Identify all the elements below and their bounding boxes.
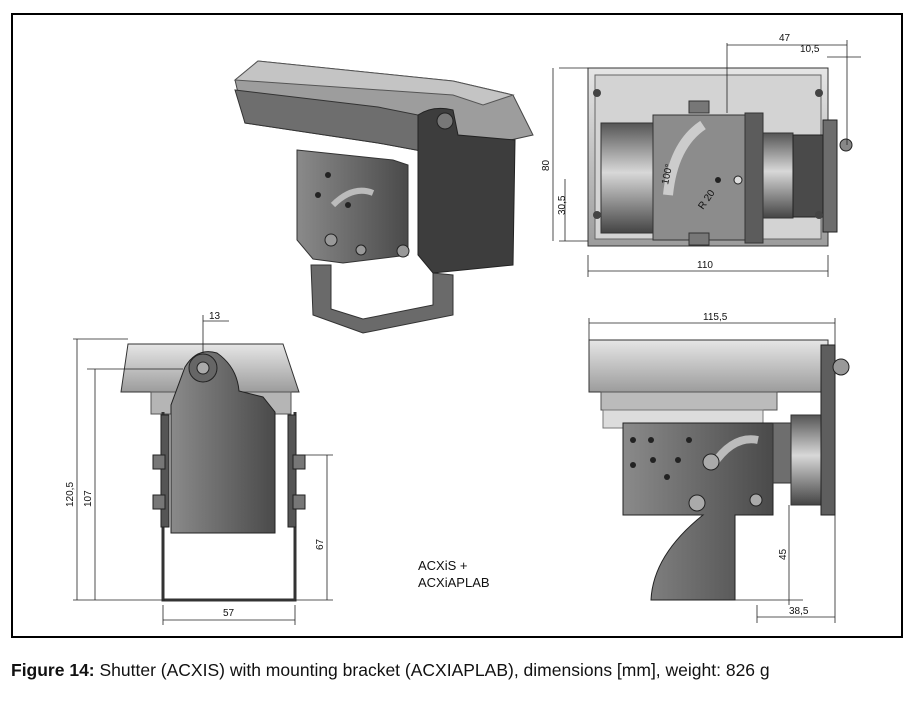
side-view-dimensions xyxy=(588,318,836,623)
product-label-line2: ACXiAPLAB xyxy=(418,575,490,590)
dimension-67: 67 xyxy=(315,538,326,550)
dimension-13: 13 xyxy=(209,311,221,322)
dimension-120-5: 120,5 xyxy=(65,482,76,507)
drawing-frame: 47 10,5 80 30,5 110 100° R 20 13 120,5 xyxy=(11,13,903,638)
isometric-view xyxy=(233,60,534,334)
technical-drawing: 47 10,5 80 30,5 110 100° R 20 13 120,5 xyxy=(65,33,861,625)
figure-caption: Figure 14: Shutter (ACXIS) with mounting… xyxy=(11,660,770,681)
dimension-107: 107 xyxy=(83,490,94,507)
top-view xyxy=(587,67,853,247)
front-view xyxy=(120,343,306,602)
dimension-57: 57 xyxy=(223,608,235,619)
dimension-47: 47 xyxy=(779,33,791,44)
dimension-115-5: 115,5 xyxy=(703,312,728,323)
figure-caption-label: Figure 14: xyxy=(11,660,95,680)
dimension-10-5: 10,5 xyxy=(800,44,820,55)
dimension-30-5: 30,5 xyxy=(557,195,568,215)
dimension-80: 80 xyxy=(541,159,552,171)
dimension-45: 45 xyxy=(778,548,789,560)
dimension-100-deg: 100° xyxy=(660,163,675,186)
product-label-line1: ACXiS + xyxy=(418,558,468,573)
dimension-38-5: 38,5 xyxy=(789,606,809,617)
top-view-dimensions xyxy=(552,40,861,277)
dimension-110: 110 xyxy=(697,260,713,271)
side-view xyxy=(588,339,850,601)
front-view-dimensions xyxy=(73,315,333,625)
figure-caption-text: Shutter (ACXIS) with mounting bracket (A… xyxy=(94,660,770,680)
